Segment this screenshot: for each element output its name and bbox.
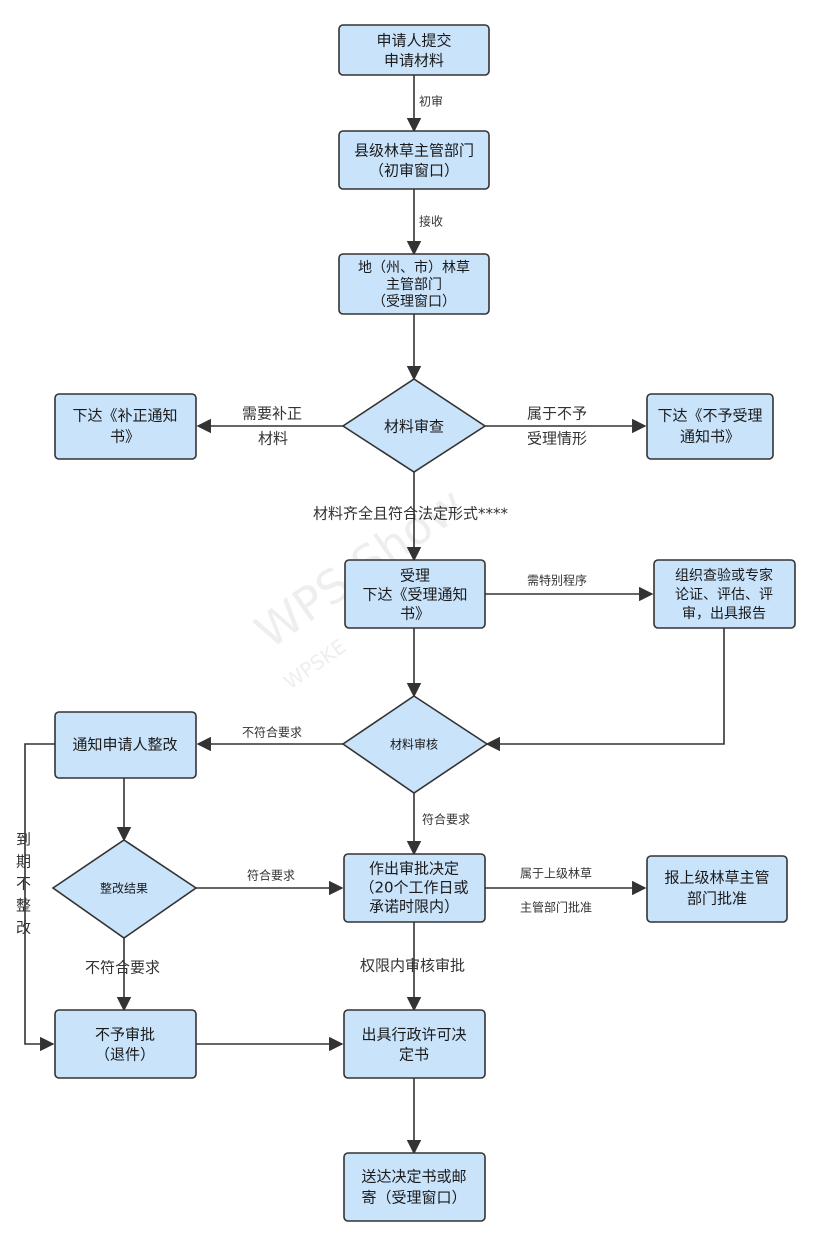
node-deny	[54, 1009, 197, 1079]
edge-notify-deny	[24, 743, 55, 1052]
label-meet-2: 符合要求	[247, 868, 295, 883]
special-line-2: 论证、评估、评	[675, 587, 773, 603]
supplement-line-2: 书》	[110, 428, 140, 446]
node-license	[343, 1009, 486, 1079]
prefecture-line-3: （受理窗口）	[372, 293, 456, 310]
label-not-accept-2: 受理情形	[527, 430, 587, 448]
node-labels: 申请人提交 申请材料 县级林草主管部门 （初审窗口） 地（州、市）林草 主管部门…	[72, 32, 773, 1207]
node-fix-result	[51, 839, 198, 939]
submit-line-1: 申请人提交	[376, 32, 451, 50]
label-expired-2: 期	[16, 853, 31, 871]
accept-line-1: 受理	[400, 567, 430, 585]
label-upper-level-1: 属于上级林草	[520, 867, 592, 881]
deliver-line-1: 送达决定书或邮	[361, 1168, 466, 1186]
accept-line-3: 书》	[400, 605, 430, 623]
special-line-3: 审，出具报告	[682, 606, 766, 622]
label-expired-3: 不	[16, 875, 31, 893]
label-expired-1: 到	[16, 831, 31, 849]
deny-line-2: （退件）	[95, 1046, 155, 1064]
label-expired-4: 整	[16, 897, 31, 915]
county-line-2: （初审窗口）	[369, 162, 459, 180]
node-special	[653, 559, 796, 629]
node-prefecture	[338, 253, 490, 315]
label-not-accept-1: 属于不予	[527, 405, 587, 423]
label-not-meet-2: 不符合要求	[85, 959, 160, 977]
label-within-authority: 权限内审核审批	[360, 957, 465, 975]
label-receive: 接收	[419, 214, 443, 229]
reject-notice-line-2: 通知书》	[680, 428, 740, 446]
special-line-1: 组织查验或专家	[675, 567, 773, 584]
label-special-procedure: 需特别程序	[527, 573, 587, 588]
node-submit	[338, 24, 490, 76]
node-deliver	[343, 1152, 486, 1222]
deny-line-1: 不予审批	[95, 1026, 155, 1044]
county-line-1: 县级林草主管部门	[354, 142, 474, 160]
upper-line-1: 报上级林草主管	[664, 869, 769, 887]
decision-line-3: 承诺时限内）	[369, 898, 459, 916]
review-label: 材料审查	[384, 418, 444, 436]
node-reject-notice	[646, 393, 774, 460]
upper-line-2: 部门批准	[687, 890, 747, 908]
prefecture-line-2: 主管部门	[386, 277, 442, 293]
deliver-line-2: 寄（受理窗口）	[361, 1189, 466, 1207]
decision-line-2: （20个工作日或	[359, 879, 468, 897]
label-complete-legal: 材料齐全且符合法定形式****	[313, 505, 509, 523]
node-accept	[344, 559, 486, 629]
node-upper	[646, 855, 788, 923]
label-expired-5: 改	[16, 919, 31, 937]
node-supplement	[54, 393, 197, 460]
node-notify-fix	[54, 711, 197, 779]
connectors	[24, 75, 725, 1155]
node-review	[341, 378, 487, 473]
supplement-line-1: 下达《补正通知	[72, 407, 177, 425]
submit-line-2: 申请材料	[384, 52, 444, 70]
accept-line-2: 下达《受理通知	[362, 586, 467, 604]
audit-label: 材料审核	[390, 737, 438, 752]
edge-labels: 初审 接收 需要补正 材料 属于不予 受理情形 材料齐全且符合法定形式**** …	[16, 94, 592, 977]
label-meet-1: 符合要求	[422, 812, 470, 827]
label-initial-review: 初审	[419, 94, 443, 109]
notify-fix-label: 通知申请人整改	[72, 736, 177, 754]
edge-special-audit	[485, 628, 725, 752]
node-audit	[341, 695, 489, 794]
decision-line-1: 作出审批决定	[369, 860, 459, 878]
prefecture-line-1: 地（州、市）林草	[358, 259, 470, 276]
label-need-supplement-2: 材料	[258, 430, 288, 448]
label-not-meet-1: 不符合要求	[242, 725, 302, 740]
license-line-2: 定书	[399, 1046, 429, 1064]
node-county	[338, 130, 490, 190]
node-decision	[343, 853, 486, 923]
fix-result-label: 整改结果	[100, 881, 148, 896]
reject-notice-line-1: 下达《不予受理	[657, 407, 762, 425]
label-need-supplement-1: 需要补正	[242, 405, 302, 423]
label-upper-level-2: 主管部门批准	[520, 900, 592, 915]
license-line-1: 出具行政许可决	[361, 1026, 466, 1044]
